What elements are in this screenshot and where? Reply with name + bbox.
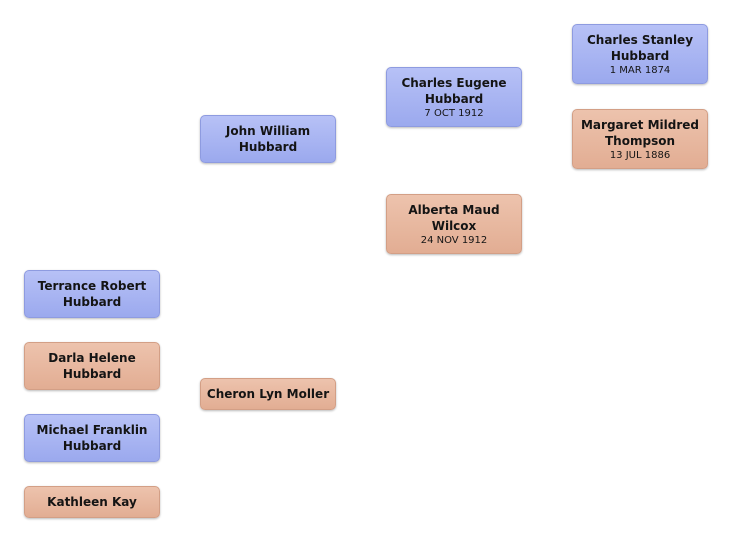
person-name-line1: Michael Franklin [36, 423, 148, 437]
person-node-alberta-maud-wilcox[interactable]: Alberta Maud Wilcox 24 NOV 1912 [386, 194, 522, 254]
person-birth-date: 7 OCT 1912 [424, 107, 484, 119]
person-node-charles-eugene-hubbard[interactable]: Charles Eugene Hubbard 7 OCT 1912 [386, 67, 522, 127]
person-node-margaret-mildred-thompson[interactable]: Margaret Mildred Thompson 13 JUL 1886 [572, 109, 708, 169]
person-name-line2: Hubbard [62, 439, 122, 453]
person-birth-date: 24 NOV 1912 [420, 234, 488, 246]
person-node-cheron-lyn-moller[interactable]: Cheron Lyn Moller [200, 378, 336, 410]
person-name: Kathleen Kay [47, 495, 137, 509]
person-name-line1: Margaret Mildred [580, 117, 700, 132]
person-node-john-william-hubbard[interactable]: John William Hubbard [200, 115, 336, 163]
person-birth-date: 13 JUL 1886 [609, 149, 671, 161]
person-name-line2: Thompson [605, 133, 675, 148]
person-name-line1: John William [225, 124, 311, 138]
person-name-line1: Charles Eugene [401, 75, 507, 90]
person-name-line2: Wilcox [431, 218, 477, 233]
person-name-line2: Hubbard [424, 91, 484, 106]
person-name-line2: Hubbard [62, 367, 122, 381]
person-name-line1: Charles Stanley [586, 32, 694, 47]
person-node-darla-helene-hubbard[interactable]: Darla Helene Hubbard [24, 342, 160, 390]
person-name-line2: Hubbard [62, 295, 122, 309]
person-node-terrance-robert-hubbard[interactable]: Terrance Robert Hubbard [24, 270, 160, 318]
person-node-charles-stanley-hubbard[interactable]: Charles Stanley Hubbard 1 MAR 1874 [572, 24, 708, 84]
person-name: Cheron Lyn Moller [206, 387, 330, 401]
person-name-line2: Hubbard [610, 48, 670, 63]
person-name-line1: Darla Helene [48, 351, 136, 365]
person-name-line2: Hubbard [238, 140, 298, 154]
person-node-michael-franklin-hubbard[interactable]: Michael Franklin Hubbard [24, 414, 160, 462]
person-birth-date: 1 MAR 1874 [609, 64, 671, 76]
person-name-line1: Alberta Maud [408, 202, 500, 217]
person-name-line1: Terrance Robert [37, 279, 147, 293]
person-node-kathleen-kay[interactable]: Kathleen Kay [24, 486, 160, 518]
